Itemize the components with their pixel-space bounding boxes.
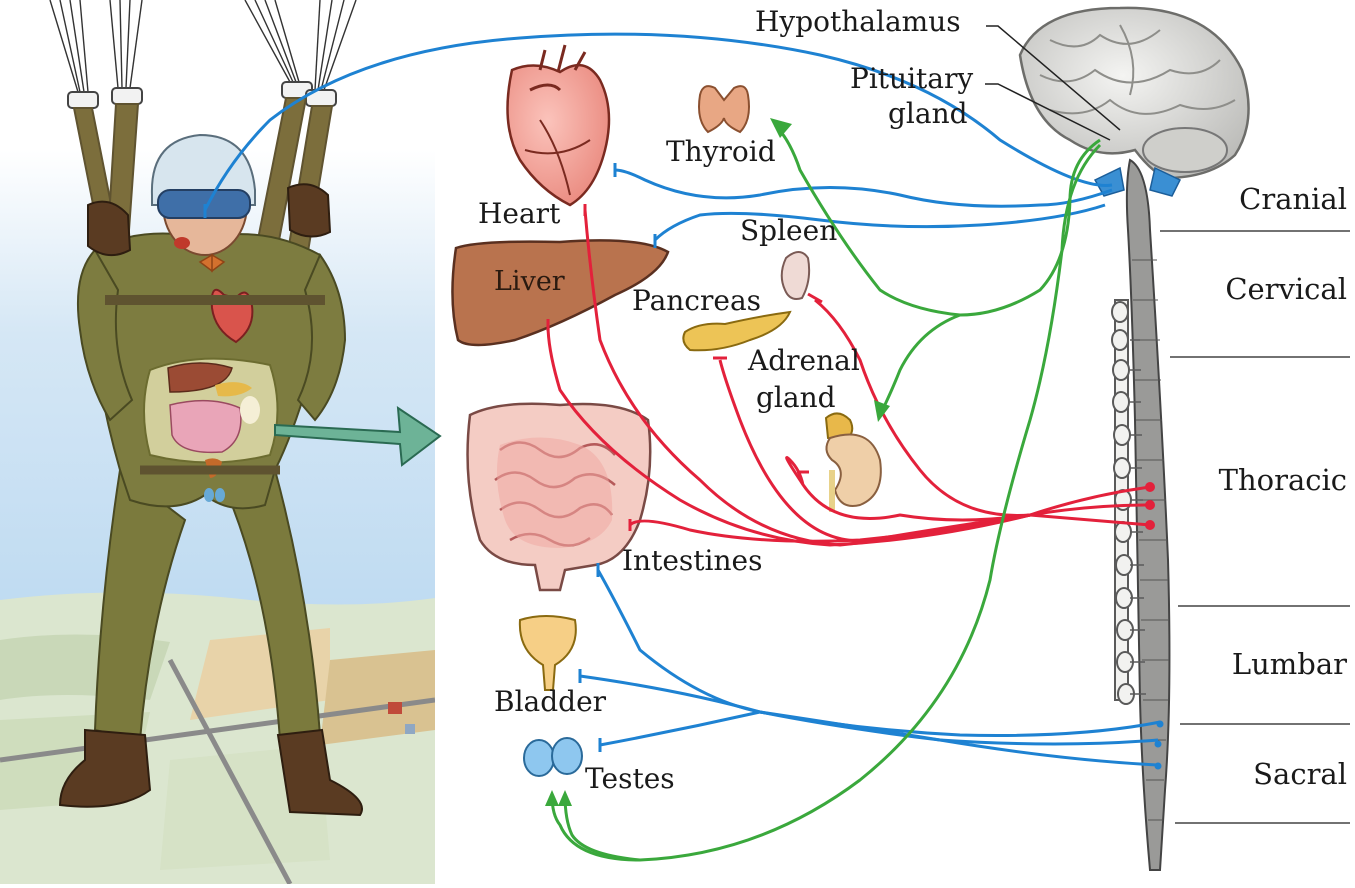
region-label-sacral: Sacral: [1253, 758, 1347, 790]
testes-label: Testes: [585, 763, 675, 795]
hypothalamus-label: Hypothalamus: [755, 6, 961, 38]
adrenal-label-line2: gland: [756, 382, 836, 414]
thyroid-label: Thyroid: [666, 136, 776, 168]
thoracic-outflow-dots: [1145, 482, 1155, 530]
pituitary-label-line1: Pituitary: [850, 63, 973, 95]
thyroid-organ: [699, 86, 749, 132]
pancreas-label: Pancreas: [632, 285, 761, 317]
bladder-organ: [520, 616, 576, 690]
spinal-region-dividers: [1160, 231, 1350, 823]
brain-illustration: [1020, 8, 1249, 178]
liver-label: Liver: [494, 266, 565, 298]
testes-organ: [524, 738, 582, 776]
spleen-label: Spleen: [740, 215, 837, 247]
heart-organ: [508, 45, 610, 205]
region-label-thoracic: Thoracic: [1219, 464, 1347, 496]
pituitary-label-line2: gland: [888, 98, 968, 130]
farmland-ground: [0, 593, 435, 885]
adrenal-kidney-organ: [826, 413, 881, 512]
bladder-label: Bladder: [494, 686, 606, 718]
heart-label: Heart: [478, 198, 560, 230]
region-label-lumbar: Lumbar: [1232, 648, 1347, 680]
region-label-cervical: Cervical: [1225, 273, 1347, 305]
intestines-label: Intestines: [622, 545, 762, 577]
region-label-cranial: Cranial: [1239, 183, 1347, 215]
parachute-cords: [50, 0, 356, 92]
spleen-organ: [782, 252, 809, 299]
adrenal-label-line1: Adrenal: [748, 345, 860, 377]
